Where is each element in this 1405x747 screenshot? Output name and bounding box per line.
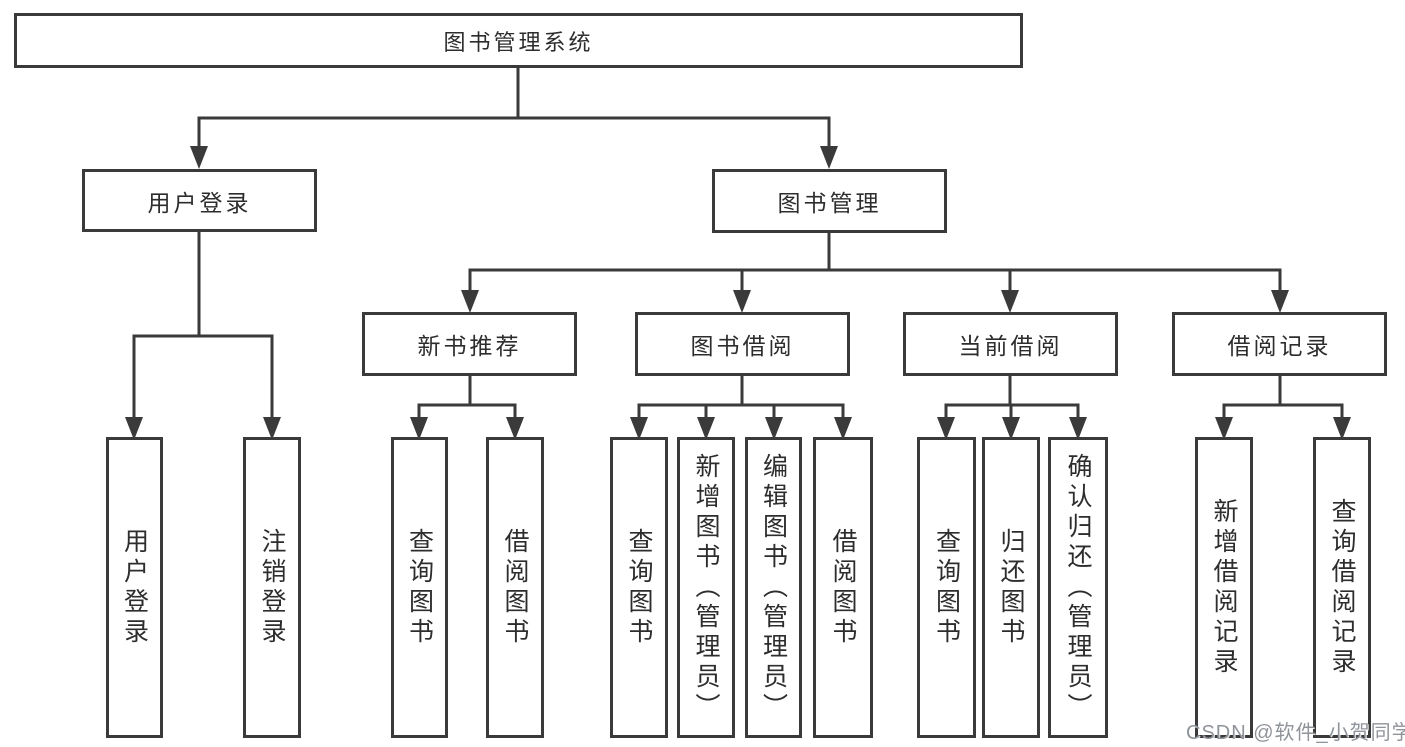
- leaf-records-add-record: 新增借阅记录: [1195, 437, 1253, 738]
- leaf-current-query-books: 查询图书: [917, 437, 976, 738]
- leaf-newbook-borrow-books: 借阅图书: [486, 437, 544, 738]
- node-current-borrow: 当前借阅: [903, 312, 1118, 376]
- branch-book-management: 图书管理: [712, 169, 947, 233]
- root-node-library-system: 图书管理系统: [14, 13, 1023, 68]
- node-borrow-records: 借阅记录: [1172, 312, 1387, 376]
- leaf-current-confirm-return-admin: 确认归还（管理员）: [1048, 437, 1108, 738]
- leaf-borrow-borrow-books: 借阅图书: [813, 437, 873, 738]
- leaf-borrow-add-books-admin: 新增图书（管理员）: [677, 437, 735, 738]
- leaf-current-return-books: 归还图书: [982, 437, 1040, 738]
- leaf-borrow-query-books: 查询图书: [610, 437, 668, 738]
- leaf-records-query-record: 查询借阅记录: [1313, 437, 1371, 738]
- watermark-text: CSDN @软件_小贺同学: [1186, 722, 1405, 744]
- node-book-borrow: 图书借阅: [635, 312, 850, 376]
- leaf-newbook-query-books: 查询图书: [391, 437, 448, 738]
- leaf-borrow-edit-books-admin: 编辑图书（管理员）: [745, 437, 802, 738]
- leaf-logout: 注销登录: [243, 437, 301, 738]
- branch-user-login: 用户登录: [82, 169, 317, 232]
- node-new-book-recommend: 新书推荐: [362, 312, 577, 376]
- leaf-user-login: 用户登录: [106, 437, 163, 738]
